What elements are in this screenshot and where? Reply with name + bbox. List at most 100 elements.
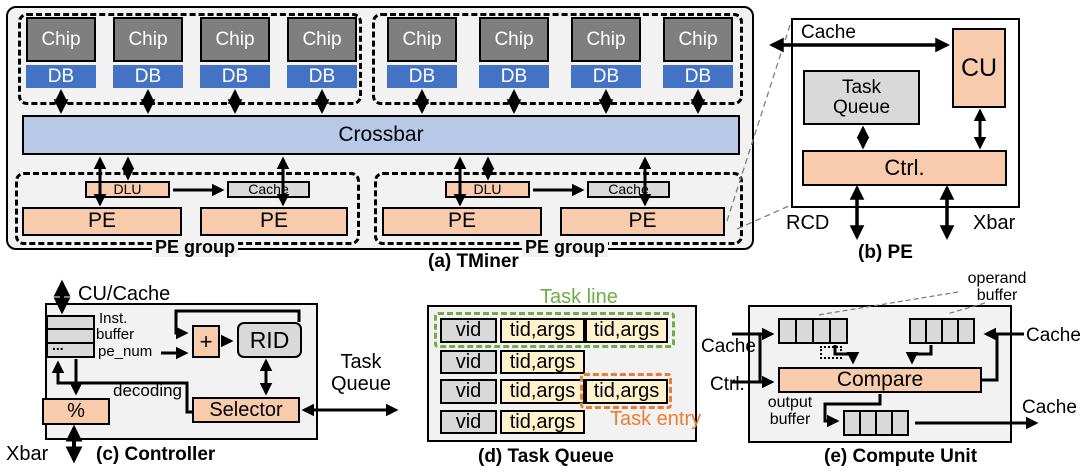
db-box: DB	[571, 65, 641, 88]
chip-label: Chip	[494, 28, 534, 50]
cu-label: CU	[960, 53, 998, 82]
adder-box: +	[192, 325, 220, 358]
caption-tminer: (a) TMiner	[428, 251, 519, 272]
chip-box: Chip	[26, 17, 96, 62]
crossbar-label: Crossbar	[338, 122, 424, 146]
chip-label: Chip	[128, 28, 168, 50]
tid-args-label: tid,args	[593, 380, 660, 402]
pe-box: PE	[200, 207, 348, 236]
cu-cache-out-label: Cache	[1022, 397, 1077, 418]
chip-box: Chip	[663, 17, 733, 62]
chip-box: Chip	[113, 17, 183, 62]
task-line-outline	[434, 312, 675, 348]
buffer-cell	[829, 318, 848, 344]
cu-box: CU	[952, 28, 1006, 108]
chip-label: Chip	[215, 28, 255, 50]
vid-label: vid	[455, 380, 482, 402]
mod-label: %	[67, 400, 85, 422]
tid-args-cell: tid,args	[500, 379, 585, 404]
pe-label: PE	[259, 209, 288, 233]
task-entry-outline	[580, 373, 672, 409]
output-buffer-label: output buffer	[767, 394, 813, 429]
compare-label: Compare	[836, 367, 924, 391]
pe-label: PE	[87, 209, 116, 233]
pe-label: PE	[447, 209, 476, 233]
cache-box: Cache	[587, 181, 670, 198]
selector-box: Selector	[192, 397, 300, 423]
selector-label: Selector	[209, 398, 283, 421]
pe-box: PE	[22, 207, 182, 236]
db-label: DB	[134, 65, 162, 87]
controller-xbar-label: Xbar	[6, 443, 49, 465]
operand-buffer-left	[778, 318, 854, 344]
buffer-cell	[957, 318, 975, 344]
db-label: DB	[500, 65, 528, 87]
chip-box: Chip	[200, 17, 270, 62]
pe-task-queue-label: Task Queue	[832, 76, 891, 118]
pe-num-label: pe_num	[98, 343, 153, 360]
vid-label: vid	[455, 319, 482, 341]
tid-args-label: tid,args	[509, 350, 576, 373]
task-entry-label: Task entry	[610, 408, 702, 430]
db-box: DB	[479, 65, 549, 88]
vid-cell: vid	[440, 379, 497, 404]
pe-xbar-label: Xbar	[973, 212, 1016, 234]
db-box: DB	[387, 65, 457, 88]
cu-cache-label: CU/Cache	[78, 283, 171, 305]
db-label: DB	[221, 65, 249, 87]
pe-group-label: PE group	[152, 237, 238, 258]
controller-task-queue-label: Task Queue	[330, 351, 392, 395]
pe-box: PE	[382, 207, 542, 236]
db-label: DB	[47, 65, 75, 87]
tid-args-cell: tid,args	[500, 410, 585, 434]
tid-args-cell: tid,args	[500, 318, 585, 343]
dlu-box: DLU	[445, 181, 530, 198]
rid-label: RID	[249, 326, 290, 353]
inst-buffer-dots: ...	[52, 337, 64, 353]
mod-box: %	[42, 398, 110, 425]
operand-buffer-label: operand buffer	[967, 270, 1027, 305]
db-label: DB	[408, 65, 436, 87]
tid-args-cell: tid,args	[500, 350, 585, 374]
task-line-label: Task line	[540, 286, 618, 308]
chip-box: Chip	[571, 17, 641, 62]
pe-box: PE	[560, 207, 725, 236]
db-label: DB	[592, 65, 620, 87]
chip-box: Chip	[479, 17, 549, 62]
pe-label: PE	[628, 209, 657, 233]
db-box: DB	[26, 65, 96, 88]
inst-buffer-cell	[46, 342, 95, 358]
db-box: DB	[663, 65, 733, 88]
vid-cell: vid	[440, 350, 497, 374]
cache-label: Cache	[608, 181, 649, 198]
cache-box: Cache	[227, 181, 310, 198]
ctrl-label: Ctrl.	[884, 155, 925, 181]
cu-cache-left-label: Cache	[701, 336, 756, 357]
db-label: DB	[684, 65, 712, 87]
rid-box: RID	[237, 322, 302, 358]
tid-args-cell: tid,args	[585, 379, 668, 404]
vid-label: vid	[455, 410, 482, 433]
chip-box: Chip	[387, 17, 457, 62]
dlu-box: DLU	[85, 181, 170, 198]
pe-cache-label: Cache	[801, 22, 856, 43]
ctrl-box: Ctrl.	[802, 150, 1007, 186]
vid-cell: vid	[440, 410, 497, 434]
inst-label: Inst.	[99, 310, 128, 327]
dlu-label: DLU	[473, 181, 502, 198]
tid-args-label: tid,args	[593, 319, 660, 341]
db-label: DB	[308, 65, 336, 87]
chip-label: Chip	[402, 28, 442, 50]
chip-box: Chip	[287, 17, 357, 62]
db-box: DB	[287, 65, 357, 88]
tid-args-label: tid,args	[509, 380, 576, 402]
caption-task-queue: (d) Task Queue	[478, 446, 614, 467]
buffer-cell	[891, 410, 909, 436]
cache-label: Cache	[248, 181, 289, 198]
db-box: DB	[200, 65, 270, 88]
vid-label: vid	[455, 350, 482, 373]
dlu-label: DLU	[113, 181, 142, 198]
compare-box: Compare	[778, 367, 982, 393]
vid-cell: vid	[440, 318, 497, 343]
